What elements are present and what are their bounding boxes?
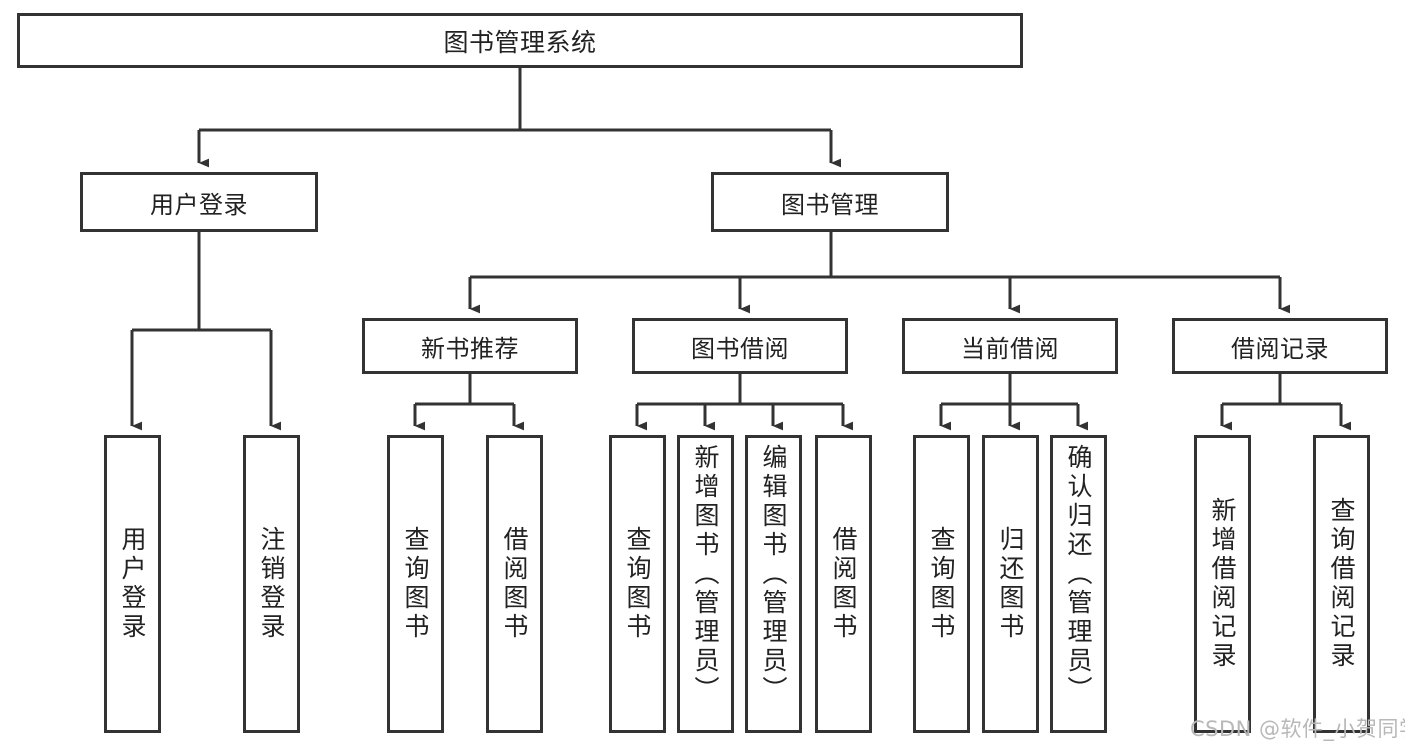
node-label: 查询借阅记录 xyxy=(1327,497,1356,671)
node-book-management[interactable]: 图书管理 xyxy=(711,172,949,232)
node-label: 图书管理系统 xyxy=(443,27,597,57)
node-label: 查询图书 xyxy=(401,526,430,642)
node-current-borrow[interactable]: 当前借阅 xyxy=(902,318,1118,374)
node-label: 新增借阅记录 xyxy=(1208,497,1237,671)
leaf-user-login-signout[interactable]: 注销登录 xyxy=(243,435,300,733)
node-label: 查询图书 xyxy=(927,526,956,642)
node-label: 新书推荐 xyxy=(421,334,519,363)
node-label: 借阅图书 xyxy=(829,526,858,642)
node-user-login[interactable]: 用户登录 xyxy=(80,172,318,232)
node-label: 用户登录 xyxy=(150,190,248,219)
node-label: 确认归还（管理员） xyxy=(1064,444,1093,705)
leaf-borrow-borrow-book[interactable]: 借阅图书 xyxy=(815,435,872,733)
leaf-current-query-book[interactable]: 查询图书 xyxy=(913,435,970,733)
node-label: 查询图书 xyxy=(623,526,652,642)
leaf-record-query-record[interactable]: 查询借阅记录 xyxy=(1313,435,1370,733)
node-label: 图书借阅 xyxy=(691,334,789,363)
node-label: 用户登录 xyxy=(118,526,147,642)
node-label: 借阅图书 xyxy=(500,526,529,642)
leaf-recommend-query-book[interactable]: 查询图书 xyxy=(387,435,444,733)
node-label: 当前借阅 xyxy=(961,334,1059,363)
leaf-borrow-query-book[interactable]: 查询图书 xyxy=(609,435,666,733)
leaf-recommend-borrow-book[interactable]: 借阅图书 xyxy=(486,435,543,733)
leaf-current-confirm-return-admin[interactable]: 确认归还（管理员） xyxy=(1050,435,1107,733)
node-borrow-record[interactable]: 借阅记录 xyxy=(1172,318,1388,374)
node-label: 编辑图书（管理员） xyxy=(759,444,788,705)
node-new-book-recommend[interactable]: 新书推荐 xyxy=(362,318,578,374)
leaf-borrow-edit-book-admin[interactable]: 编辑图书（管理员） xyxy=(745,435,802,733)
node-label: 新增图书（管理员） xyxy=(691,444,720,705)
leaf-record-add-record[interactable]: 新增借阅记录 xyxy=(1194,435,1251,733)
node-book-borrow[interactable]: 图书借阅 xyxy=(632,318,848,374)
csdn-watermark: CSDN @软件_小贺同学 xyxy=(1190,717,1405,741)
node-label: 借阅记录 xyxy=(1231,334,1329,363)
leaf-current-return-book[interactable]: 归还图书 xyxy=(982,435,1039,733)
node-label: 注销登录 xyxy=(257,526,286,642)
leaf-user-login-signin[interactable]: 用户登录 xyxy=(104,435,161,733)
node-root-system[interactable]: 图书管理系统 xyxy=(17,13,1023,68)
node-label: 图书管理 xyxy=(781,190,879,219)
node-label: 归还图书 xyxy=(996,526,1025,642)
leaf-borrow-add-book-admin[interactable]: 新增图书（管理员） xyxy=(677,435,734,733)
